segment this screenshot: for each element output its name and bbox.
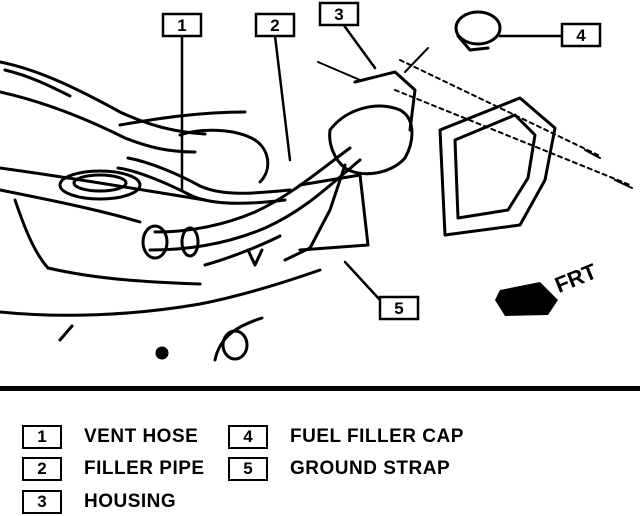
fasteners — [317, 47, 633, 189]
callout-3-number: 3 — [334, 5, 343, 24]
legend-number-box: 4 — [228, 425, 268, 449]
front-direction-indicator: FRT — [495, 258, 601, 316]
legend-label: GROUND STRAP — [290, 458, 451, 479]
callout-2: 2 — [254, 12, 296, 38]
legend-label: FILLER PIPE — [84, 458, 205, 479]
legend-number-box: 2 — [22, 457, 62, 481]
legend-number-box: 1 — [22, 425, 62, 449]
legend-item-vent-hose: 1 VENT HOSE — [22, 424, 198, 450]
vehicle-frame — [0, 60, 322, 342]
legend-label: VENT HOSE — [84, 426, 199, 447]
lower-panel — [155, 316, 264, 362]
callout-4: 4 — [560, 22, 602, 48]
front-label: FRT — [551, 258, 601, 297]
callout-2-number: 2 — [270, 16, 279, 35]
legend-item-housing: 3 HOUSING — [22, 489, 176, 515]
front-arrow-icon — [495, 282, 558, 316]
callout-4-number: 4 — [576, 26, 586, 45]
legend-item-filler-pipe: 2 FILLER PIPE — [22, 456, 205, 482]
legend-label: FUEL FILLER CAP — [290, 426, 464, 447]
callout-5: 5 — [378, 295, 420, 321]
housing — [283, 70, 417, 262]
fuel-tank — [58, 128, 282, 267]
legend-number-box: 3 — [22, 490, 62, 514]
callout-1-number: 1 — [177, 16, 186, 35]
fuel-filler-diagram: 1 2 3 4 5 FRT — [0, 1, 633, 362]
mounting-bracket — [438, 96, 557, 237]
legend-number-box: 5 — [228, 457, 268, 481]
callout-1: 1 — [161, 12, 203, 38]
fuel-filler-cap-drawing — [454, 10, 502, 52]
legend-item-fuel-filler-cap: 4 FUEL FILLER CAP — [228, 424, 464, 450]
leader-lines — [180, 18, 564, 302]
callout-5-number: 5 — [394, 299, 403, 318]
legend-divider — [0, 386, 640, 391]
vent-hose — [116, 156, 292, 205]
legend-item-ground-strap: 5 GROUND STRAP — [228, 456, 450, 482]
legend-label: HOUSING — [84, 491, 177, 512]
filler-pipe — [141, 146, 362, 267]
callout-3: 3 — [318, 1, 360, 27]
